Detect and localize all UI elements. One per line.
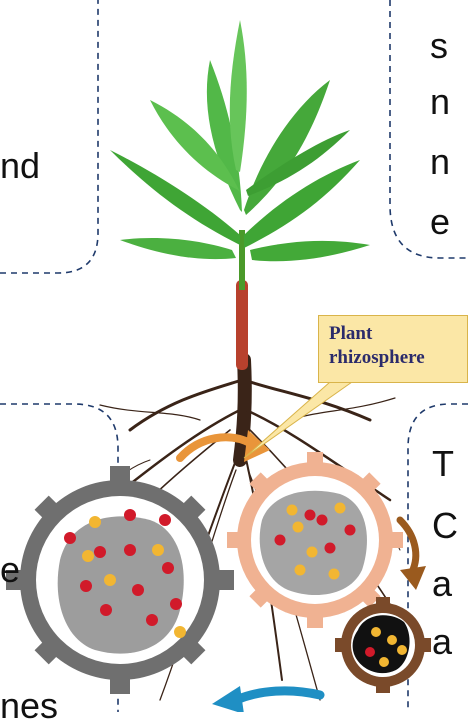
- callout-line-2: rhizosphere: [319, 346, 467, 370]
- fragment-bottom-right-2: C: [432, 508, 458, 544]
- fragment-bottom-left-2: nes: [0, 688, 58, 724]
- fragment-bottom-right-1: T: [432, 446, 454, 482]
- fragment-bottom-right-3: a: [432, 566, 452, 602]
- fragment-top-right-3: n: [430, 144, 450, 180]
- fragment-bottom-right-4: a: [432, 624, 452, 660]
- gear-icon: [335, 597, 431, 693]
- fragment-top-left: nd: [0, 148, 40, 184]
- callout-pointer: [244, 382, 352, 458]
- fragment-top-right-4: e: [430, 204, 450, 240]
- panel-top-right: [390, 0, 468, 258]
- fragment-top-right-1: s: [430, 28, 448, 64]
- fragment-top-right-2: n: [430, 84, 450, 120]
- fragment-bottom-left-1: e: [0, 552, 20, 588]
- callout-line-1: Plant: [319, 316, 467, 346]
- panel-top-left: [0, 0, 98, 273]
- gear-icon: [6, 466, 234, 694]
- callout-plant-rhizosphere: Plant rhizosphere: [318, 315, 468, 383]
